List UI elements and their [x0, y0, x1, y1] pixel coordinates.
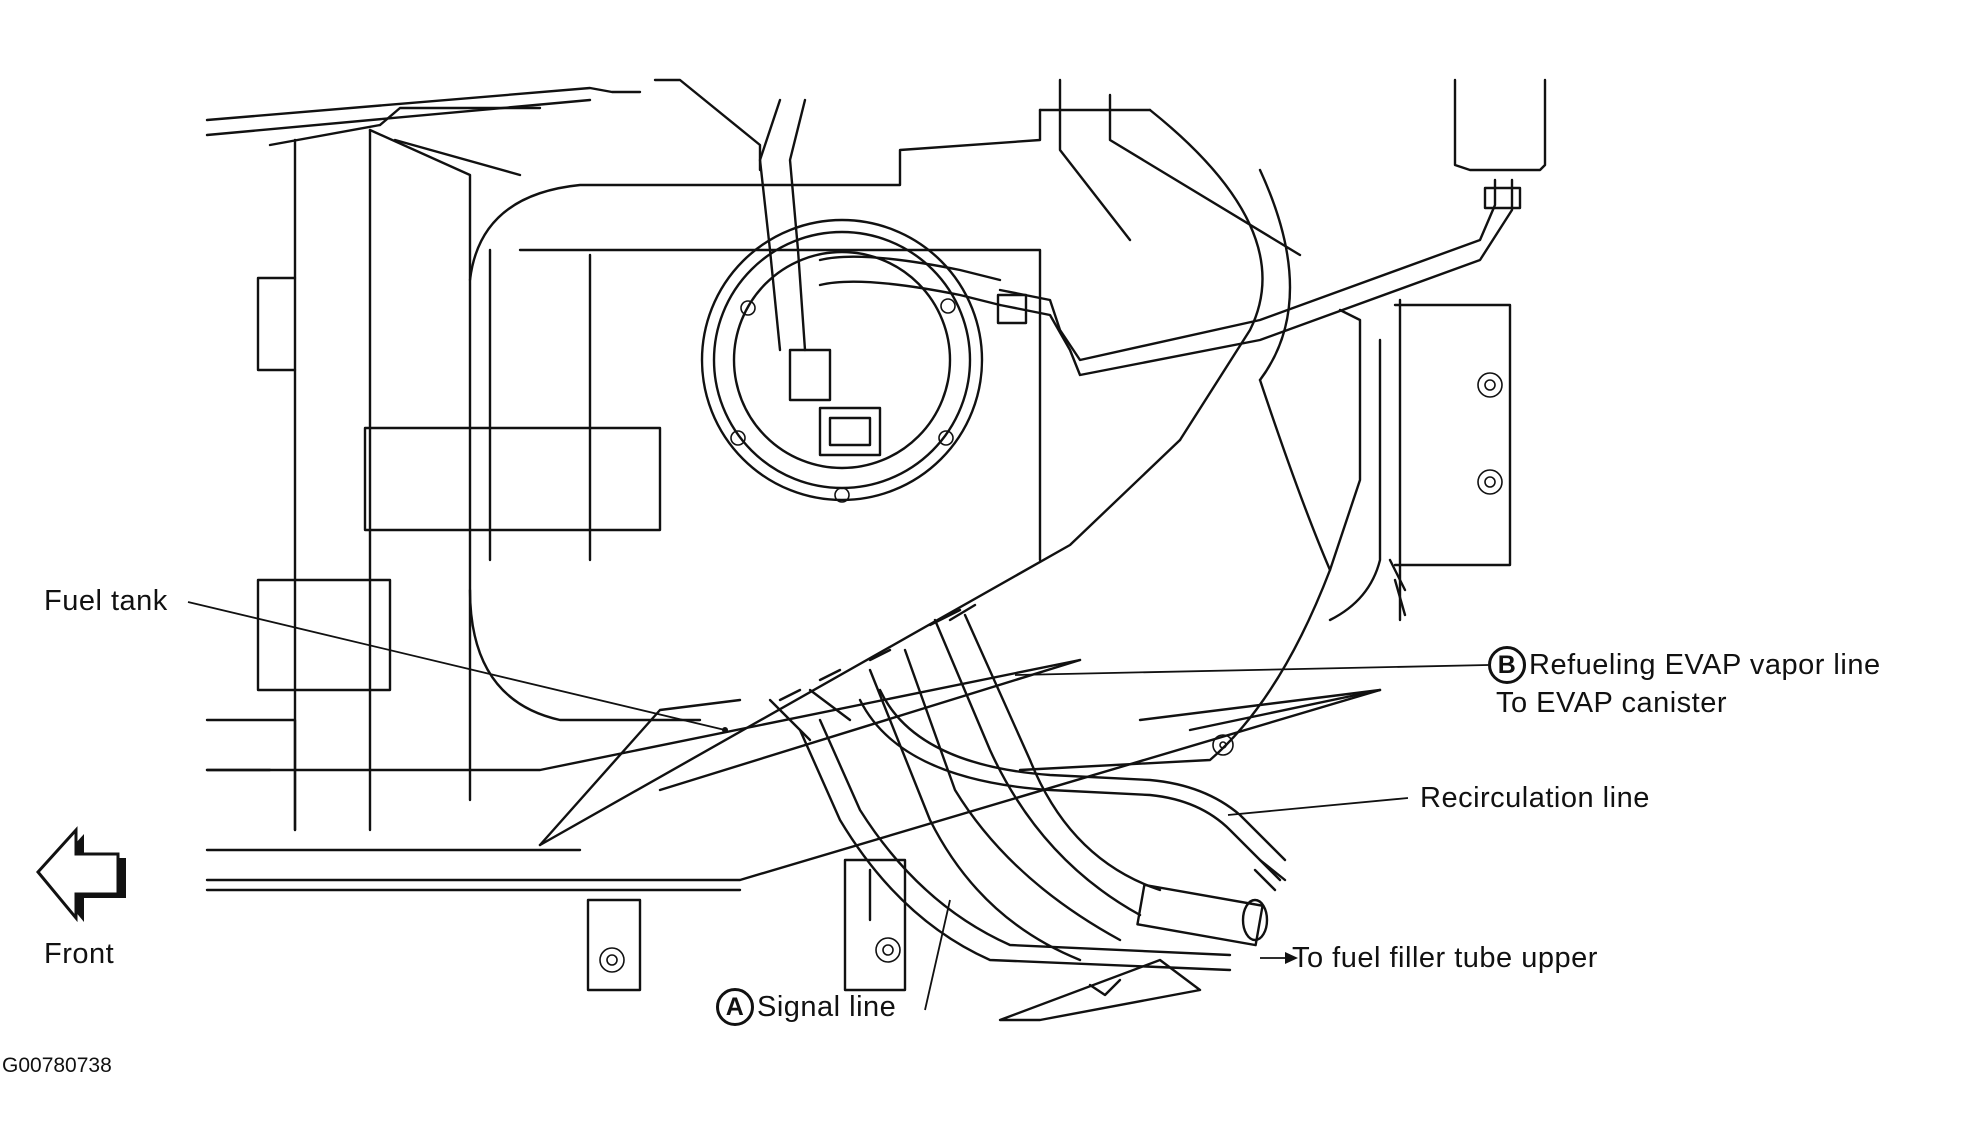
fuel-tank-body [205, 108, 1407, 892]
fuel-tank-label: Fuel tank [44, 585, 168, 617]
recirculation-line-label: Recirculation line [1420, 782, 1650, 814]
callout-a-badge: A [716, 988, 754, 1026]
leader-lines [187, 601, 1489, 1011]
right-bracket [1212, 303, 1512, 756]
pump-hoses [758, 78, 1547, 377]
callout-b-badge: B [1488, 646, 1526, 684]
front-label: Front [44, 938, 115, 970]
refueling-evap-vapor-line-label: Refueling EVAP vapor line [1529, 648, 1881, 681]
to-fuel-filler-tube-upper-label: To fuel filler tube upper [1292, 942, 1598, 974]
figure-code: G00780738 [2, 1054, 112, 1077]
fuel-pump-ring [700, 218, 984, 503]
lower-brackets [586, 858, 907, 992]
filler-hoses [768, 603, 1287, 1022]
left-arrow-icon [36, 826, 126, 923]
left-body [205, 128, 662, 832]
signal-line-label: Signal line [757, 990, 897, 1023]
to-evap-canister-label: To EVAP canister [1496, 687, 1727, 719]
